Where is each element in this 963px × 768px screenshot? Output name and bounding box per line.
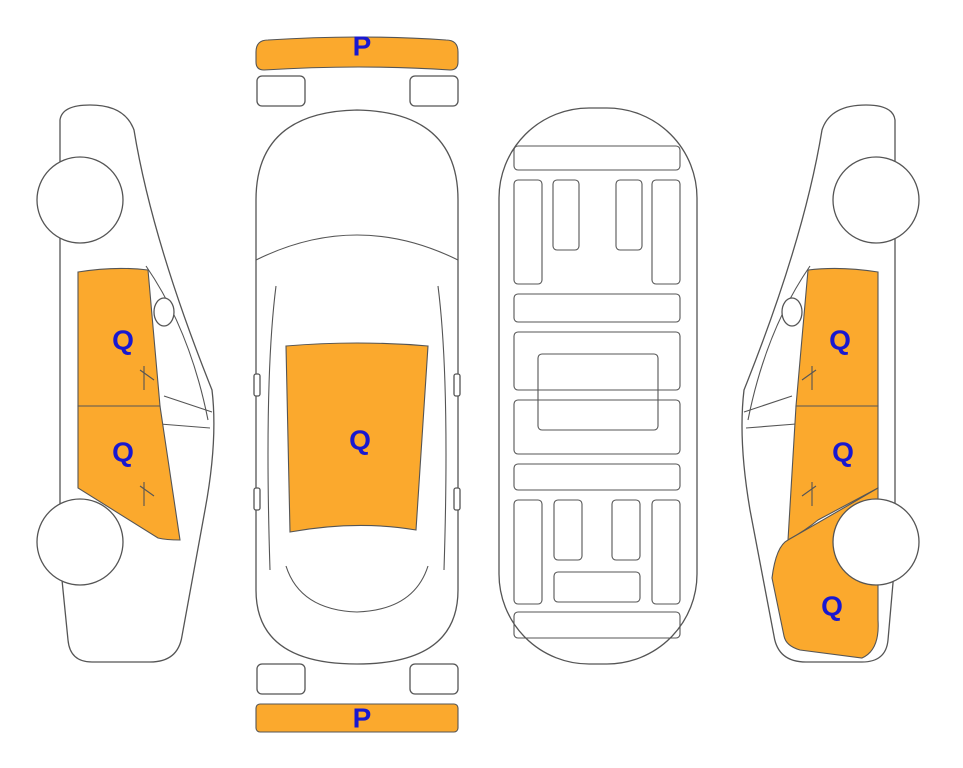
right-front-wheel (832, 156, 920, 244)
front-bumper-label: P (353, 31, 372, 62)
front-left-light (256, 75, 306, 107)
left-rear-door[interactable]: Q (77, 405, 181, 541)
right-rear-quarter-label: Q (821, 591, 843, 622)
left-rear-door-label: Q (112, 437, 134, 468)
left-front-wheel (36, 156, 124, 244)
rear-right-light (409, 663, 459, 695)
rear-bumper-label: P (353, 703, 372, 734)
left-door-handles (139, 366, 155, 506)
left-front-door[interactable]: Q (77, 267, 175, 407)
car-underside-view (498, 107, 698, 665)
rear-left-light (256, 663, 306, 695)
right-front-door[interactable]: Q (781, 267, 879, 407)
right-rear-wheel (832, 498, 920, 586)
left-rear-wheel (36, 498, 124, 586)
front-right-light (409, 75, 459, 107)
right-front-door-label: Q (829, 325, 851, 356)
rear-bumper[interactable]: P (255, 703, 459, 734)
front-bumper[interactable]: P (255, 31, 459, 71)
left-front-door-label: Q (112, 325, 134, 356)
roof-label: Q (349, 425, 371, 456)
right-door-handles (801, 366, 817, 506)
right-rear-door-label: Q (832, 437, 854, 468)
roof-panel[interactable]: Q (285, 342, 429, 533)
